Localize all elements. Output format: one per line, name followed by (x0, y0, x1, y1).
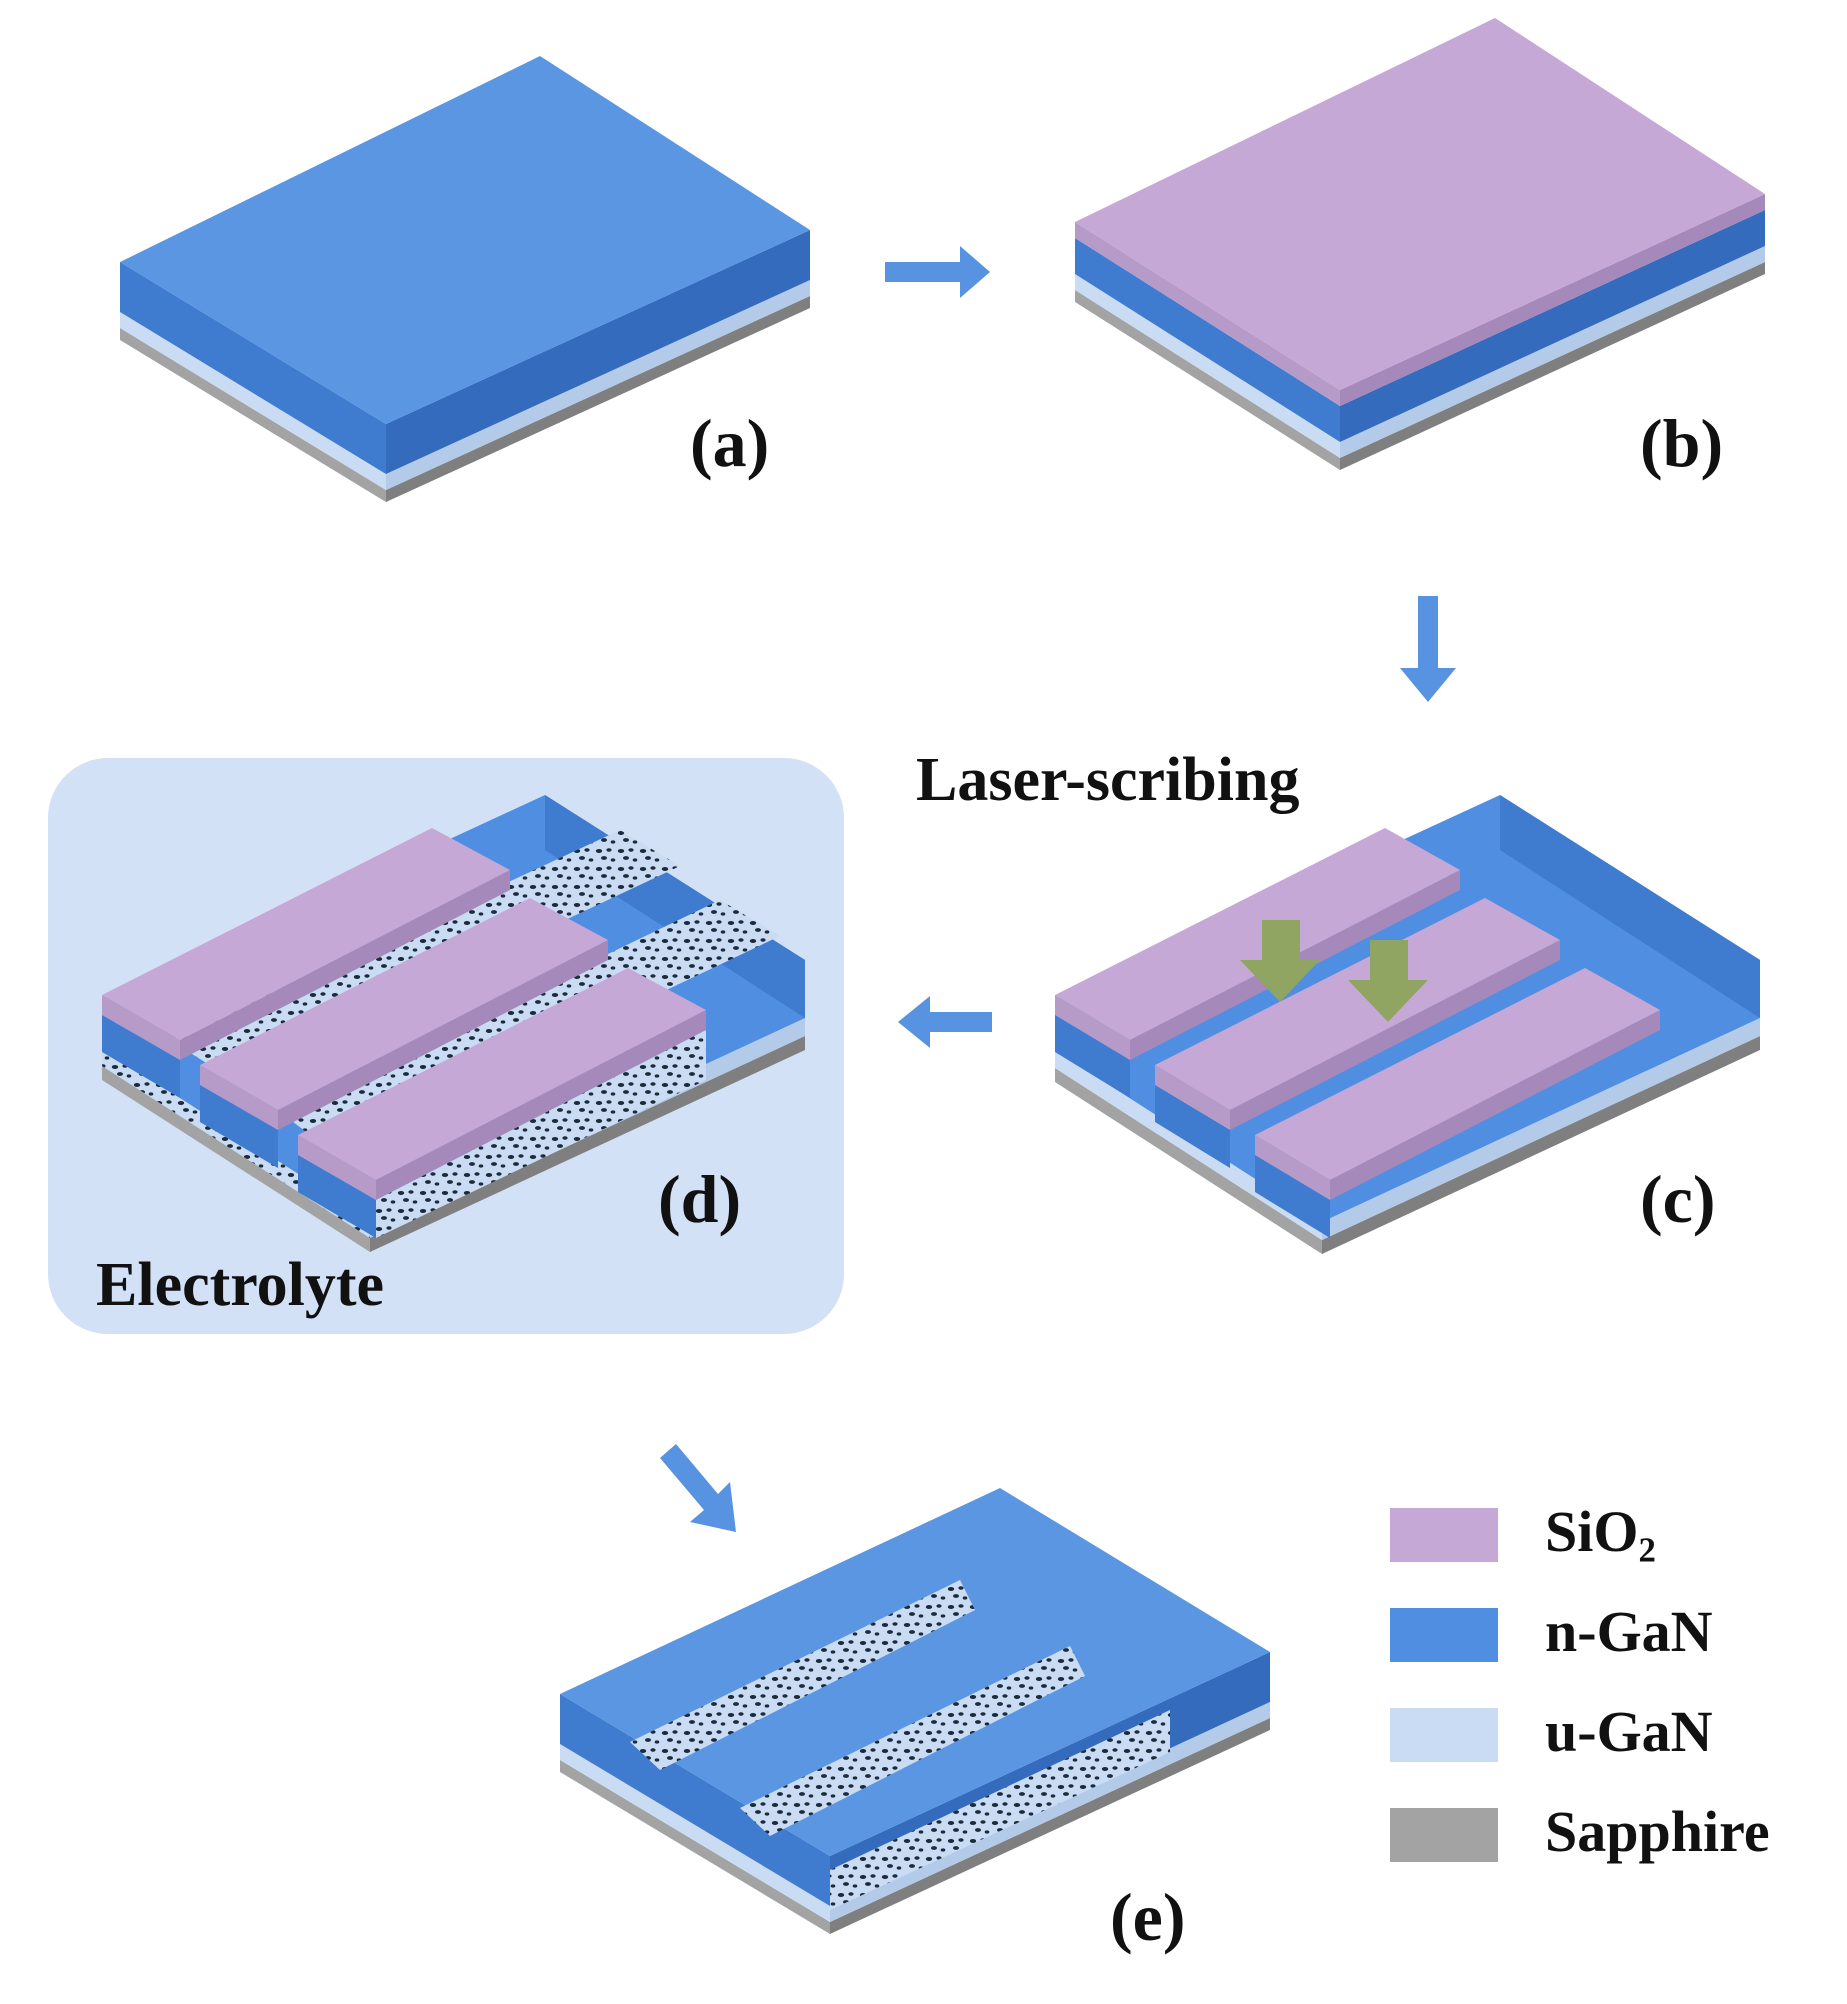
electrolyte-label: Electrolyte (96, 1251, 385, 1319)
arrow-c-to-d (898, 996, 992, 1048)
panel-c-scribed-wafer (1055, 795, 1760, 1254)
panel-a-label: (a) (690, 405, 770, 481)
panel-b-wafer (1075, 18, 1765, 470)
legend-swatch-sio2 (1390, 1508, 1498, 1562)
legend-swatch-ugan (1390, 1708, 1498, 1762)
panel-b-label: (b) (1640, 405, 1724, 481)
panel-a-wafer (120, 56, 810, 502)
legend-label-sapphire: Sapphire (1545, 1799, 1770, 1864)
legend-label-sio2: SiO2 (1545, 1499, 1656, 1570)
panel-e-label: (e) (1110, 1879, 1186, 1955)
legend-label-ugan: u-GaN (1545, 1699, 1713, 1764)
legend-label-ngan: n-GaN (1545, 1599, 1713, 1664)
laser-arrow-1 (1240, 920, 1320, 1002)
panel-d-etched-wafer (102, 795, 805, 1252)
arrow-b-to-c (1400, 596, 1456, 702)
legend-swatch-sapphire (1390, 1808, 1498, 1862)
panel-c-label: (c) (1640, 1161, 1716, 1237)
panel-e-porous-wafer (560, 1488, 1270, 1934)
panel-d-label: (d) (658, 1161, 742, 1237)
legend-swatch-ngan (1390, 1608, 1498, 1662)
laser-arrow-2 (1348, 940, 1428, 1022)
arrow-a-to-b (885, 246, 990, 298)
laser-scribing-label: Laser-scribing (916, 746, 1300, 814)
arrow-d-to-e (660, 1444, 736, 1532)
